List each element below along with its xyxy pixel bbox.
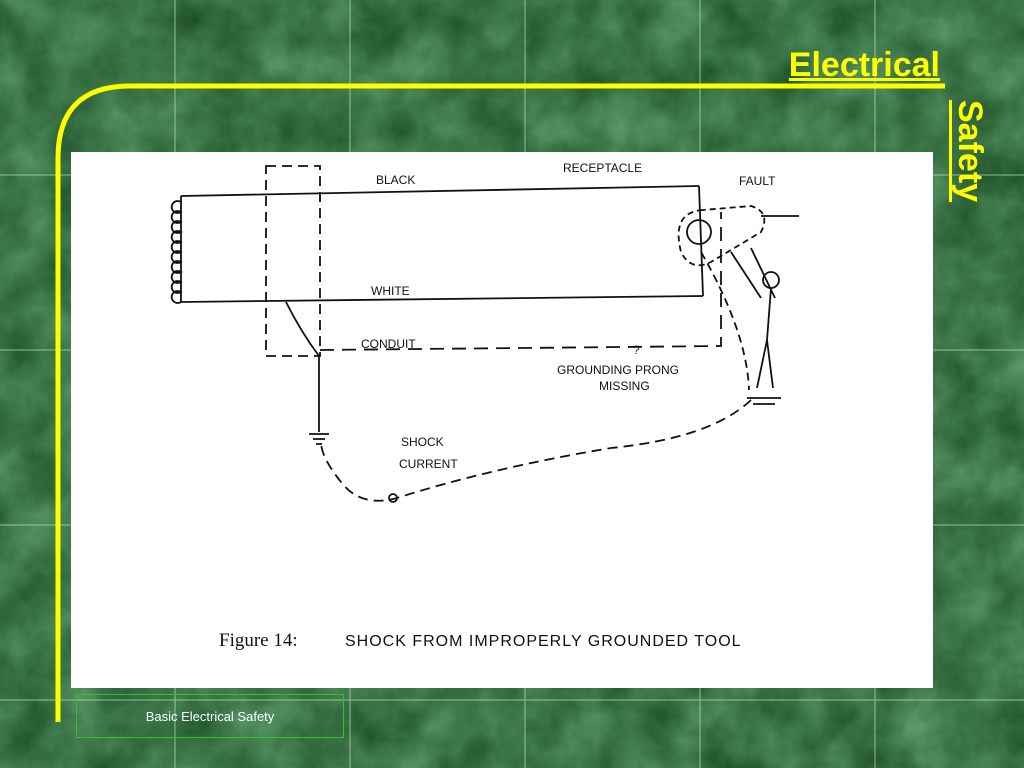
label-question: ? (633, 343, 640, 357)
black-wire (180, 185, 700, 197)
label-current: CURRENT (399, 457, 458, 471)
transformer-coil (170, 196, 183, 304)
footer-label: Basic Electrical Safety (76, 694, 344, 738)
figure-caption-text: SHOCK FROM IMPROPERLY GROUNDED TOOL (345, 633, 742, 650)
white-wire (180, 295, 704, 303)
label-grounding-prong: GROUNDING PRONG (557, 363, 679, 377)
label-fault: FAULT (739, 174, 776, 188)
ground-symbol-right (747, 397, 781, 405)
ground-symbol-left (309, 433, 329, 445)
shock-circuit-diagram: BLACK RECEPTACLE FAULT WHITE CONDUIT ? G… (170, 161, 799, 651)
label-missing: MISSING (599, 379, 650, 393)
figure-caption-prefix: Figure 14: (219, 630, 298, 651)
label-conduit: CONDUIT (361, 337, 416, 351)
label-black: BLACK (376, 173, 415, 187)
tool-circle (686, 219, 712, 245)
yellow-frame-line (55, 83, 945, 722)
label-white: WHITE (371, 284, 410, 298)
label-receptacle: RECEPTACLE (563, 161, 642, 175)
receptacle-line (698, 185, 704, 297)
slide-title-safety: Safety (951, 100, 989, 203)
conduit-line (319, 212, 722, 351)
diagram-panel: BLACK RECEPTACLE FAULT WHITE CONDUIT ? G… (71, 152, 933, 688)
slide-title-electrical: Electrical (788, 46, 940, 84)
shock-current-path (320, 399, 752, 502)
worker-body (730, 247, 776, 389)
tool-outline (677, 205, 766, 267)
label-shock: SHOCK (401, 435, 444, 449)
service-panel-box (265, 165, 321, 357)
